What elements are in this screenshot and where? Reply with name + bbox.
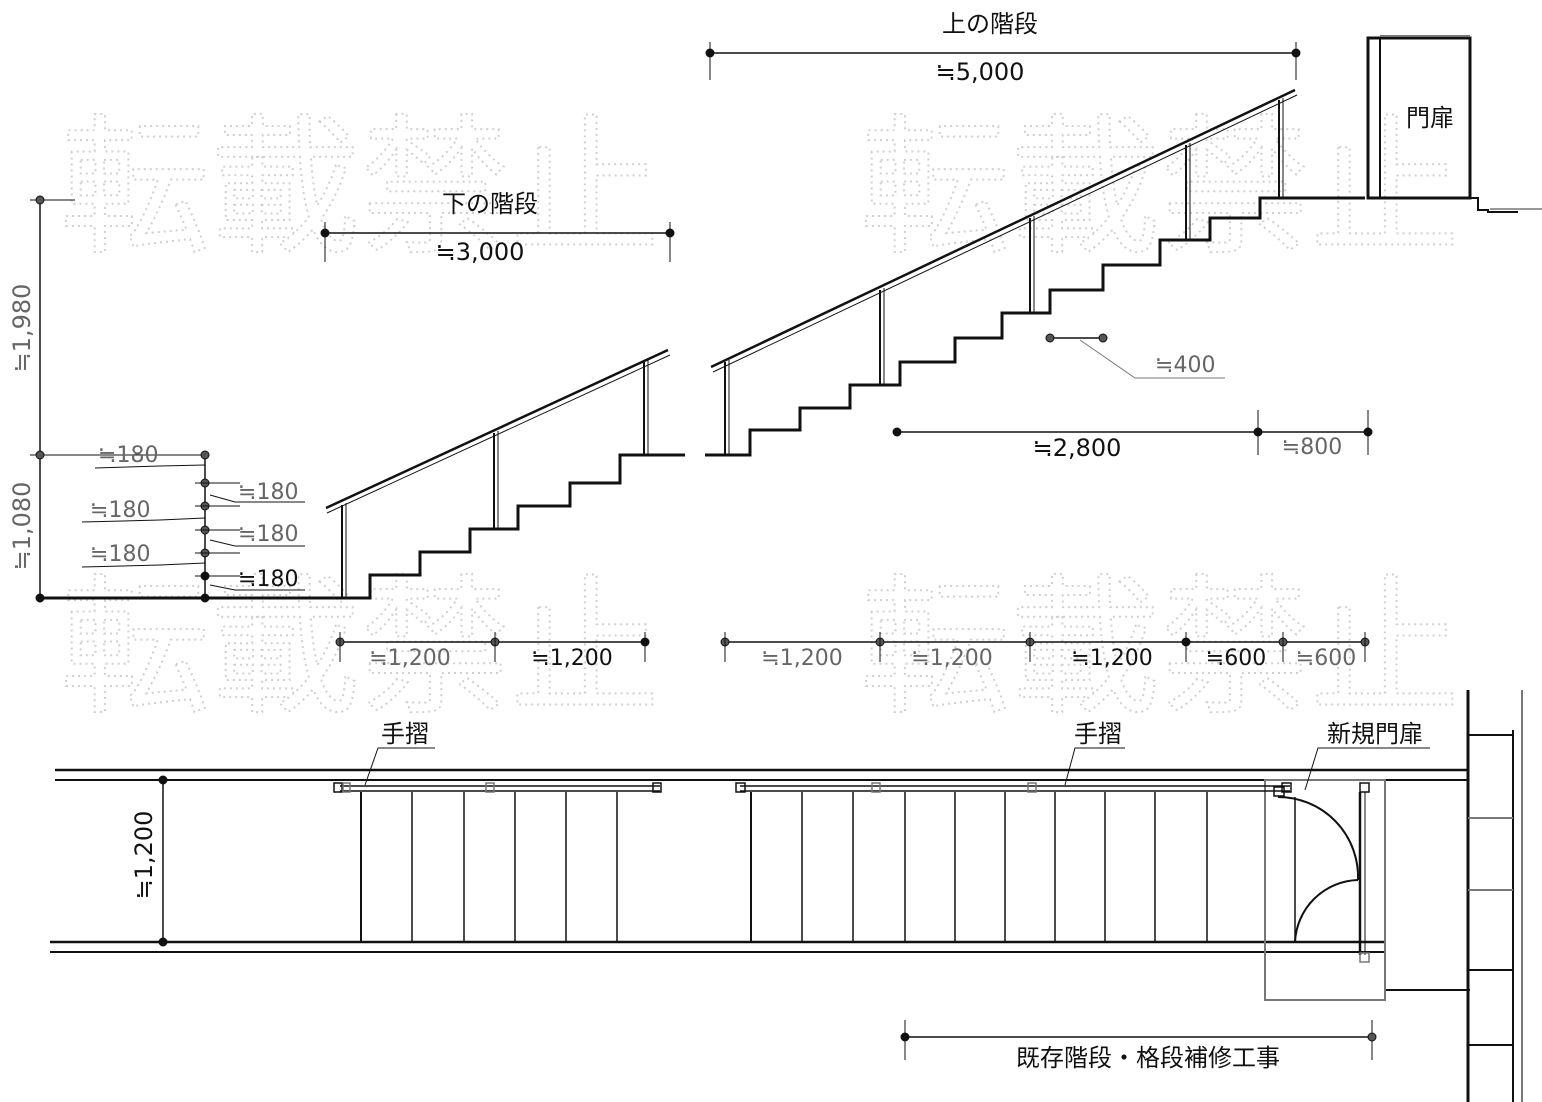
watermark: 転載禁止 転載禁止 転載禁止 転載禁止: [59, 101, 1461, 737]
rise-label: ≒180: [90, 498, 150, 523]
watermark-text-2: 転載禁止: [60, 562, 660, 736]
bottom-dim: ≒1,200: [911, 646, 992, 671]
lower-handrail: [325, 348, 669, 510]
watermark-text-4: 転載禁止: [860, 562, 1460, 736]
gate-swing-arc: [1294, 879, 1359, 943]
plan-labels: 手摺 手摺 新規門扉 ≒1,200 既存階段・格段補修工事: [130, 720, 1423, 1072]
plan-width-label: ≒1,200: [130, 811, 158, 900]
bottom-dim: ≒1,200: [1071, 646, 1152, 671]
gate-swing-arc: [1277, 796, 1360, 881]
bottom-dim: ≒1,200: [531, 646, 612, 671]
handrail-label-right: 手摺: [1074, 720, 1122, 748]
tread-label: ≒400: [1155, 353, 1215, 378]
rise-label: ≒180: [238, 567, 298, 592]
rise-label: ≒180: [98, 443, 158, 468]
elevation-labels: 上の階段 ≒5,000 下の階段 ≒3,000 門扉 ≒1,980 ≒1,080…: [8, 10, 1454, 671]
upper-stair-profile: [705, 196, 1365, 457]
landing-upper-label: ≒800: [1282, 435, 1342, 460]
upper-handrail: [710, 88, 1296, 369]
gate-label: 門扉: [1406, 104, 1454, 132]
rise-label: ≒180: [238, 522, 298, 547]
upper-stairs-length: ≒5,000: [936, 58, 1025, 86]
rise-label: ≒180: [238, 480, 298, 505]
upper-stairs-title: 上の階段: [942, 10, 1038, 38]
total-height-lower: ≒1,080: [8, 482, 36, 571]
bottom-dim: ≒600: [1296, 646, 1356, 671]
run-upper-label: ≒2,800: [1033, 434, 1122, 462]
scope-label: 既存階段・格段補修工事: [1016, 1044, 1280, 1072]
bottom-dim: ≒1,200: [369, 646, 450, 671]
lower-stairs-length: ≒3,000: [436, 238, 525, 266]
rise-label: ≒180: [90, 542, 150, 567]
bottom-dim: ≒600: [1206, 646, 1266, 671]
lower-stairs-title: 下の階段: [442, 190, 538, 218]
new-gate-label: 新規門扉: [1327, 720, 1423, 748]
bottom-dim: ≒1,200: [761, 646, 842, 671]
elevation-view: [30, 35, 1542, 662]
total-height-upper: ≒1,980: [8, 284, 36, 373]
plan-view: [50, 690, 1523, 1102]
handrail-label-left: 手摺: [381, 720, 429, 748]
gate-leaf: [1366, 36, 1472, 200]
watermark-text-1: 転載禁止: [60, 102, 660, 276]
